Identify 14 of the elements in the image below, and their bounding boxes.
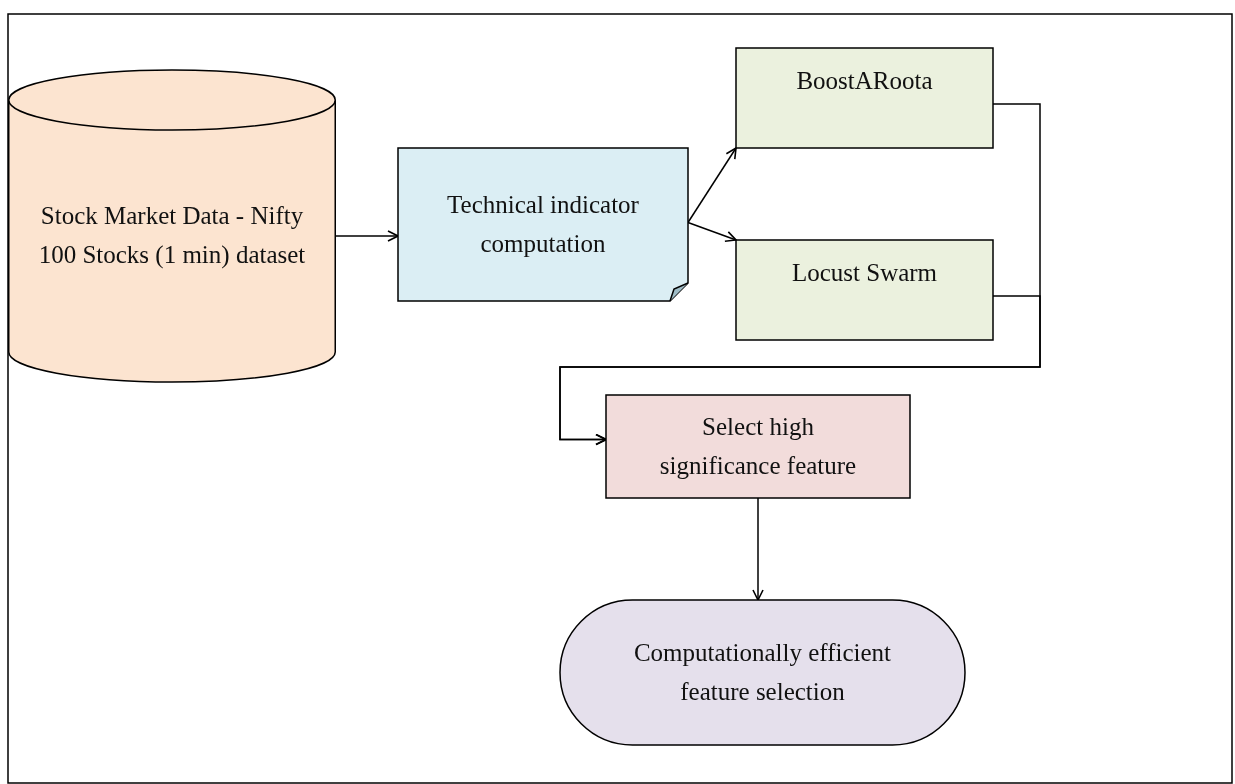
node-label: Stock Market Data - Nifty 100 Stocks (1 min) dataset <box>37 201 307 271</box>
document-box <box>398 148 688 301</box>
node-label: Locust Swarm <box>790 258 939 288</box>
process-box <box>736 48 993 148</box>
process-box <box>606 395 910 498</box>
node-label: Select high significance feature <box>658 411 858 481</box>
node-label: Technical indicator computation <box>446 189 640 259</box>
arrow <box>752 497 764 601</box>
node-label: BoostARoota <box>795 66 934 96</box>
arrow <box>559 295 1041 446</box>
node-label: Computationally efficient feature selection <box>632 637 893 707</box>
arrow <box>335 230 399 242</box>
process-box <box>736 240 993 340</box>
database-cylinder <box>8 70 336 382</box>
